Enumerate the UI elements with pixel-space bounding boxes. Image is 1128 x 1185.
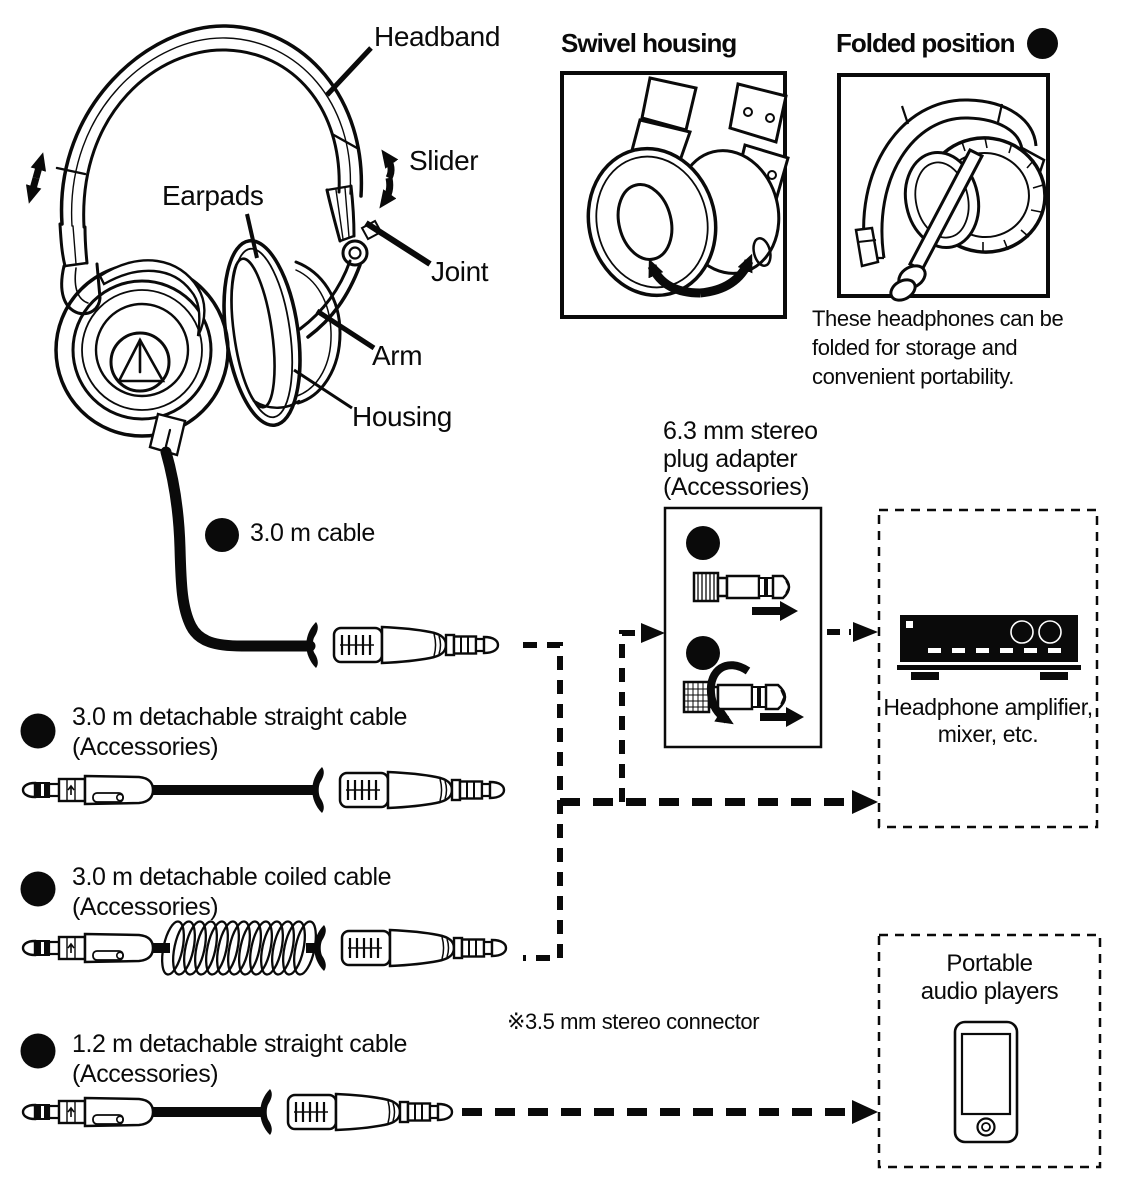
adapter-box	[663, 506, 823, 749]
earpads-label: Earpads	[162, 180, 264, 211]
flow-arrowheads	[641, 622, 878, 1124]
left-earcup-part	[54, 259, 230, 457]
connection-lines	[462, 629, 852, 1116]
arm-label: Arm	[372, 340, 423, 371]
headband-part	[59, 24, 364, 229]
right-arrow-icon-bottom	[760, 707, 804, 727]
bullet-icon-adapter-bottom	[686, 636, 720, 670]
cable-row-straight-1-2m	[21, 1087, 454, 1137]
amplifier-box-outline	[877, 508, 1099, 829]
arrowhead-adapter-to-amp	[853, 622, 878, 642]
bullet-icon-cable-3	[20, 871, 56, 907]
headphones-illustration	[54, 24, 383, 652]
swivel-housing-title-text: Swivel housing	[561, 28, 737, 58]
arrowhead-to-portable	[852, 1100, 878, 1124]
cable-row-attached-plug	[305, 620, 500, 670]
left-slider-part	[55, 166, 102, 316]
earpads-leader-line	[245, 213, 259, 259]
swivel-box	[560, 71, 787, 319]
right-arrow-icon-top	[752, 601, 798, 621]
portable-label: Portable audio players	[920, 950, 1059, 1005]
swivel-housing-title: Swivel housing	[561, 28, 737, 59]
bullet-icon-cable-1	[205, 518, 239, 552]
amplifier-icon	[897, 615, 1081, 680]
cable-row-coiled-3m	[21, 920, 508, 976]
portable-box-outline	[877, 933, 1102, 1169]
bullet-icon-adapter-top	[686, 526, 720, 560]
swivel-arrow-icon	[647, 253, 754, 298]
adapter-63mm-bottom-icon	[682, 680, 787, 714]
folded-marker-icon	[1026, 28, 1058, 59]
joint-label: Joint	[431, 256, 489, 287]
slider-label: Slider	[409, 145, 479, 176]
bullet-icon-cable-2	[20, 713, 56, 749]
arm-part	[298, 259, 362, 339]
bullet-icon-cable-4	[20, 1033, 56, 1069]
headband-label: Headband	[374, 21, 501, 52]
label-leader-lines	[245, 46, 432, 410]
slider-arrow-icon	[379, 149, 399, 209]
brand-logo-icon	[109, 331, 171, 393]
portable-player-icon	[953, 1020, 1019, 1144]
right-slider-part	[325, 132, 359, 243]
folded-box	[837, 73, 1050, 298]
rotate-arrow-icon	[706, 661, 751, 725]
cable-1-label: 3.0 m cable	[250, 519, 375, 547]
folded-position-title-text: Folded position	[836, 28, 1016, 58]
cable-2-label: 3.0 m detachable straight cable (Accesso…	[72, 703, 408, 761]
cable-row-straight-3m	[21, 765, 506, 815]
folded-position-title: Folded position	[836, 28, 1058, 59]
updown-arrow-left-icon	[25, 152, 47, 204]
folded-note: These headphones can be folded for stora…	[812, 306, 1064, 389]
cable-4-label: 1.2 m detachable straight cable (Accesso…	[72, 1030, 408, 1088]
cable-3-label: 3.0 m detachable coiled cable (Accessori…	[72, 863, 392, 921]
stereo-connector-footnote: ※3.5 mm stereo connector	[507, 1009, 760, 1034]
joint-leader-line	[364, 220, 432, 267]
right-earpad-part	[222, 239, 302, 427]
attached-cable-part	[160, 446, 316, 652]
amplifier-label: Headphone amplifier, mixer, etc.	[883, 694, 1093, 747]
housing-label: Housing	[352, 401, 452, 432]
arrowhead-to-amp	[852, 790, 878, 814]
adapter-63mm-top-icon	[692, 571, 791, 603]
headband-leader-line	[325, 46, 373, 97]
arrowhead-to-adapter	[641, 623, 665, 643]
folded-headphones-icon	[854, 98, 1047, 302]
adapter-label: 6.3 mm stereo plug adapter (Accessories)	[663, 417, 818, 501]
branch-to-adapter-line	[619, 630, 639, 802]
cable-junction-line	[523, 642, 563, 961]
housing-part	[252, 260, 342, 409]
housing-leader-line	[293, 368, 353, 410]
arm-leader-line	[315, 308, 376, 351]
swivel-earcup-icon	[586, 76, 790, 298]
